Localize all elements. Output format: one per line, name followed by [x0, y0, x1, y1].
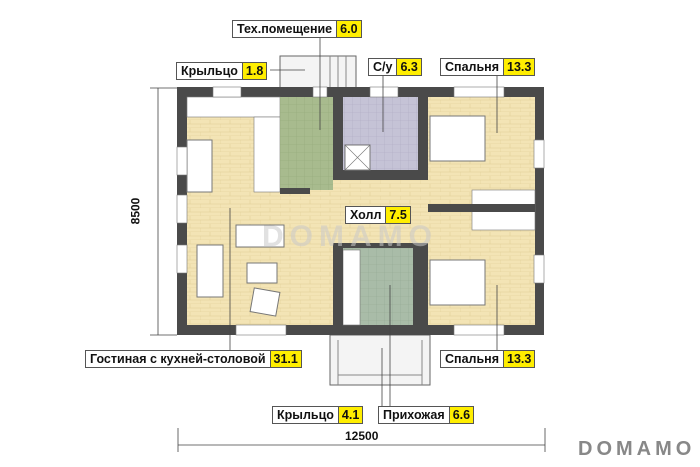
room-name: Холл	[350, 208, 382, 222]
porch-bottom	[329, 334, 431, 386]
dimension-lines	[150, 87, 546, 452]
room-area: 13.3	[503, 351, 535, 367]
brand-logo: DOMAMO	[578, 438, 696, 460]
room-area: 1.8	[241, 63, 267, 79]
kitchen-counter	[186, 96, 281, 118]
room-name: Крыльцо	[181, 64, 238, 78]
bed-top	[429, 115, 486, 162]
bed-bottom	[429, 259, 486, 306]
coffee-table	[246, 262, 278, 284]
room-area: 4.1	[337, 407, 363, 423]
room-name: Тех.помещение	[237, 22, 333, 36]
sofa-2	[196, 244, 224, 298]
room-area: 13.3	[503, 59, 535, 75]
dining-table	[186, 139, 213, 193]
room-name: Спальня	[445, 352, 499, 366]
dimension-width: 12500	[345, 429, 379, 443]
dimension-height: 8500	[128, 197, 143, 225]
room-name: Прихожая	[383, 408, 445, 422]
room-area: 31.1	[269, 351, 301, 367]
room-label-bedroom-bottom: Спальня 13.3	[440, 350, 536, 368]
room-name: С/у	[373, 60, 393, 74]
armchair	[249, 287, 281, 317]
room-area: 6.6	[448, 407, 474, 423]
porch-top	[279, 55, 357, 89]
room-name: Гостиная с кухней-столовой	[90, 352, 266, 366]
room-name: Крыльцо	[277, 408, 334, 422]
room-area: 7.5	[385, 207, 410, 223]
room-name: Спальня	[445, 60, 499, 74]
room-label-bedroom-top: Спальня 13.3	[440, 58, 536, 76]
room-area: 6.0	[336, 21, 361, 37]
sofa	[235, 224, 285, 248]
tech-room-floor	[280, 97, 333, 190]
windows	[176, 86, 545, 336]
watermark: DOMAMO	[262, 220, 438, 253]
room-area: 6.3	[396, 59, 421, 75]
